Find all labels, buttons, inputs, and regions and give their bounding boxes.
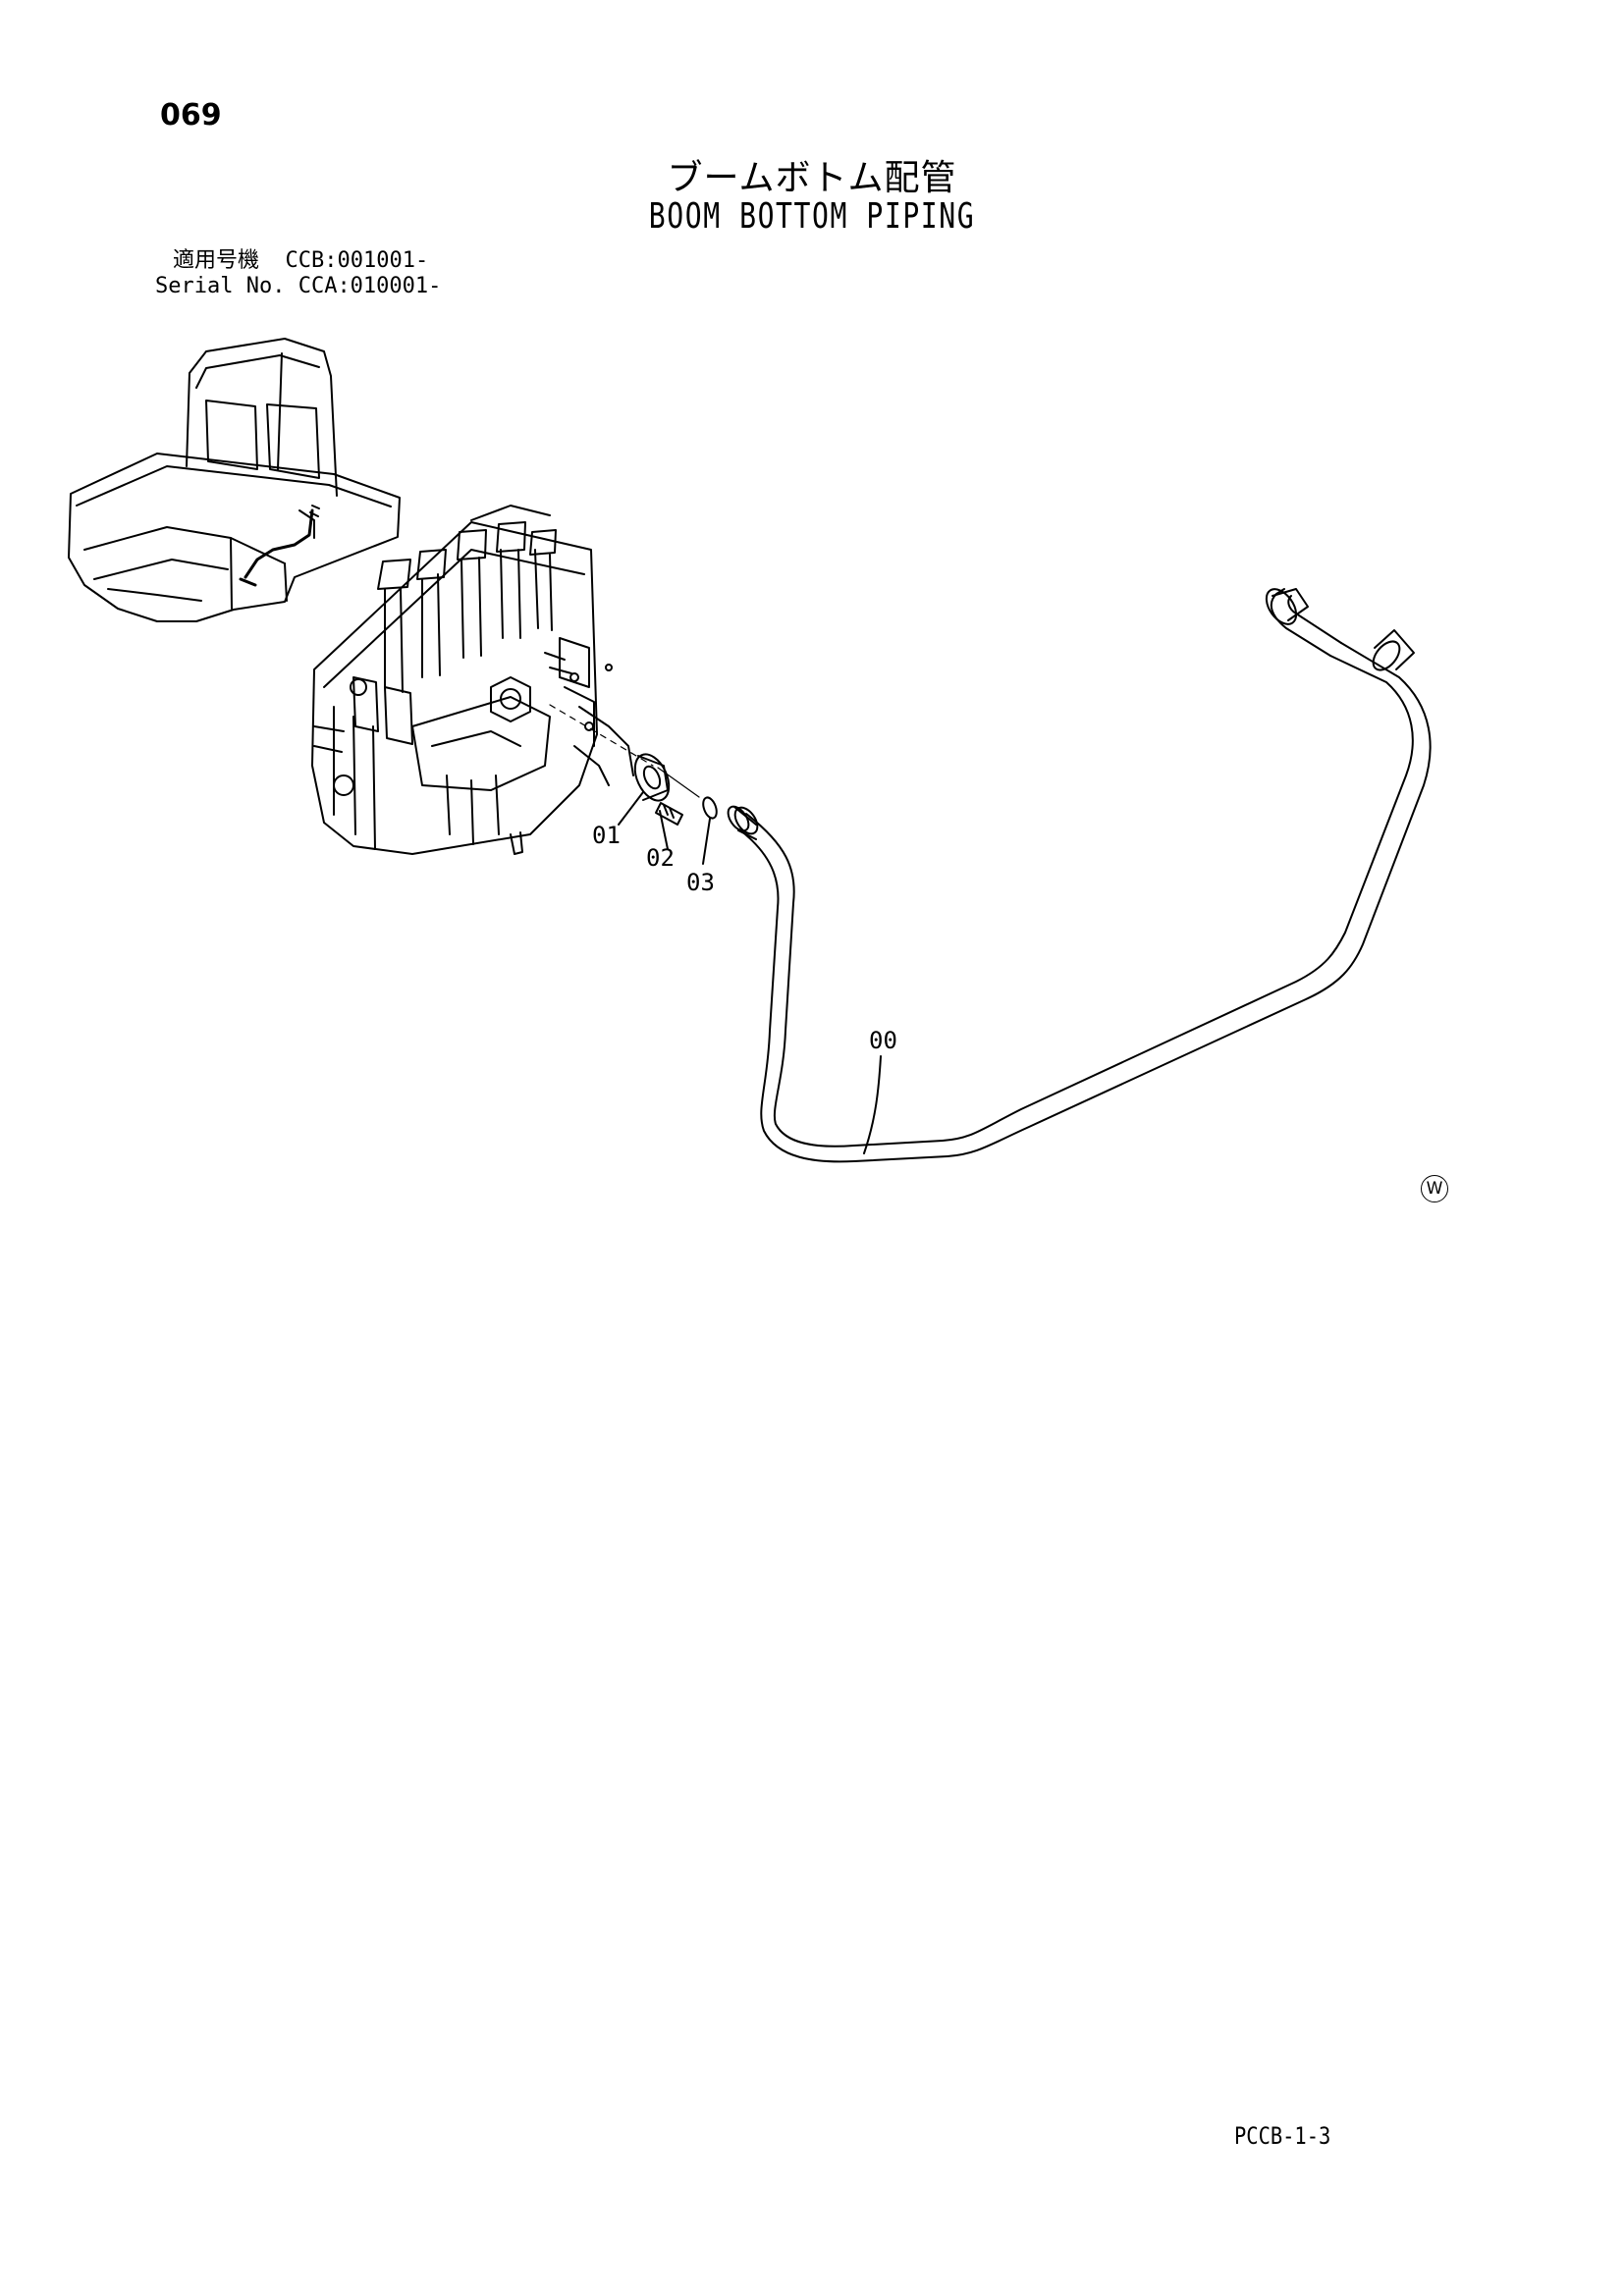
callout-00: 00: [869, 1027, 897, 1054]
title-japanese: ブームボトム配管: [667, 158, 957, 198]
callout-01: 01: [592, 822, 621, 849]
part-02-bolt: [655, 802, 683, 850]
callout-02: 02: [646, 844, 675, 872]
title-english: BOOM BOTTOM PIPING: [648, 196, 976, 237]
serial-row-1: 適用号機 CCB:001001-: [155, 248, 441, 274]
part-03-o-ring: [702, 796, 718, 865]
reference-code: PCCB-1-3: [1234, 2122, 1331, 2150]
part-01-flange: [618, 753, 671, 826]
callout-03: 03: [686, 869, 715, 896]
page-number: 069: [160, 98, 222, 133]
control-valve-illustration: [311, 505, 634, 855]
serial-row-2: Serial No. CCA:010001-: [155, 274, 441, 299]
pipe-illustration: [727, 588, 1432, 1163]
excavator-locator-icon: [68, 338, 401, 622]
w-mark: W: [1421, 1175, 1448, 1202]
serial-info: 適用号機 CCB:001001- Serial No. CCA:010001-: [155, 248, 441, 299]
serial-value-cca: CCA:010001-: [298, 274, 442, 298]
serial-label-jp: 適用号機: [173, 248, 260, 273]
serial-value-ccb: CCB:001001-: [285, 248, 429, 273]
serial-label-en: Serial No.: [155, 274, 286, 298]
